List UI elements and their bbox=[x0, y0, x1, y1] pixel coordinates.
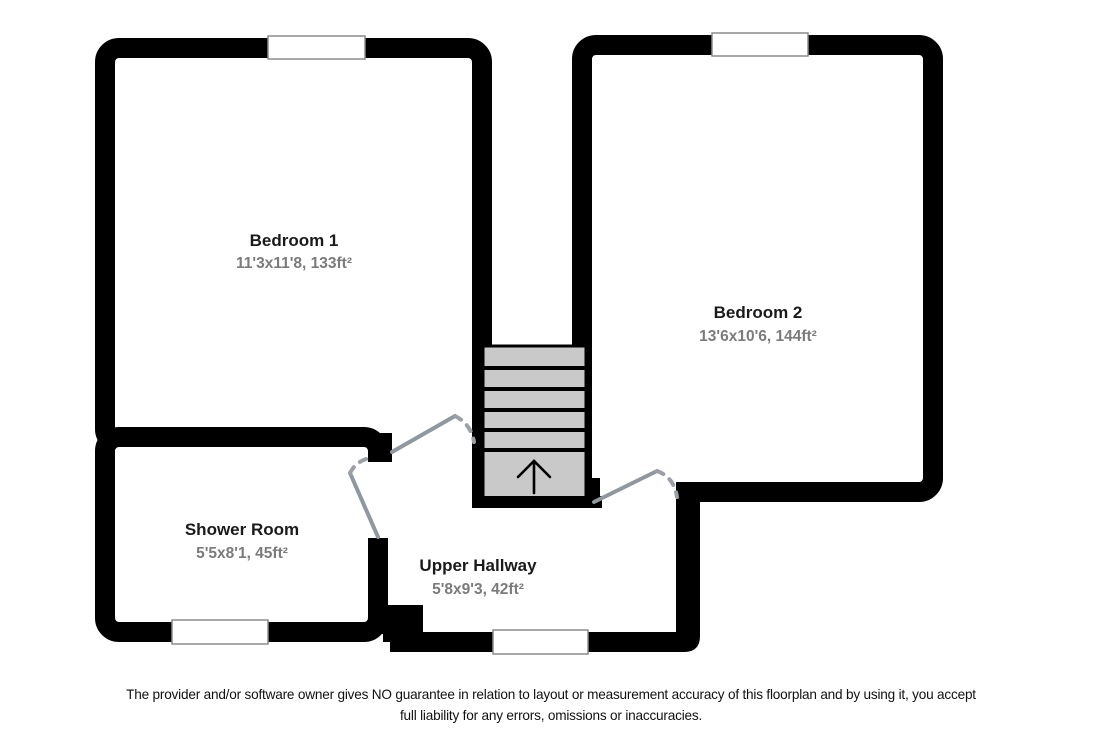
room-labels: Bedroom 1 11'3x11'8, 133ft² Bedroom 2 13… bbox=[185, 231, 817, 598]
bedroom-2-door bbox=[592, 469, 679, 504]
room-label: Shower Room bbox=[185, 520, 299, 539]
windows bbox=[171, 32, 809, 655]
room-label: Upper Hallway bbox=[419, 556, 537, 575]
wall bbox=[368, 538, 383, 634]
door-opening bbox=[366, 462, 390, 538]
door-swing-arc bbox=[348, 456, 372, 475]
door-leaf bbox=[592, 469, 659, 504]
wall bbox=[368, 443, 392, 462]
staircase bbox=[472, 344, 602, 508]
door-swing-arc bbox=[453, 414, 476, 444]
window bbox=[492, 629, 589, 655]
window bbox=[171, 619, 269, 645]
disclaimer-line-1: The provider and/or software owner gives… bbox=[126, 687, 976, 702]
window bbox=[267, 35, 366, 60]
door-leaf bbox=[348, 471, 380, 539]
wall bbox=[586, 478, 600, 500]
room-dimensions: 13'6x10'6, 144ft² bbox=[699, 328, 817, 345]
floorplan-drawing: Bedroom 1 11'3x11'8, 133ft² Bedroom 2 13… bbox=[95, 32, 943, 655]
bedroom-1-door bbox=[390, 414, 476, 454]
room-dimensions: 5'8x9'3, 42ft² bbox=[432, 581, 524, 598]
window bbox=[711, 32, 809, 57]
up-arrow-icon bbox=[516, 459, 552, 495]
wall bbox=[472, 496, 602, 508]
shower-room-door bbox=[348, 456, 380, 539]
wall-segments bbox=[368, 440, 700, 652]
room-label: Bedroom 1 bbox=[250, 231, 339, 250]
room-dimensions: 5'5x8'1, 45ft² bbox=[196, 545, 288, 562]
wall bbox=[390, 482, 700, 652]
doors bbox=[348, 414, 679, 539]
disclaimer-text: The provider and/or software owner gives… bbox=[0, 684, 1102, 726]
room-label: Bedroom 2 bbox=[714, 303, 803, 322]
stair-treads bbox=[483, 366, 586, 452]
disclaimer-line-2: full liability for any errors, omissions… bbox=[399, 708, 703, 723]
bedroom-2-walls bbox=[572, 35, 943, 502]
door-swing-arc bbox=[655, 469, 679, 499]
door-leaf bbox=[390, 414, 457, 454]
room-dimensions: 11'3x11'8, 133ft² bbox=[236, 255, 352, 272]
